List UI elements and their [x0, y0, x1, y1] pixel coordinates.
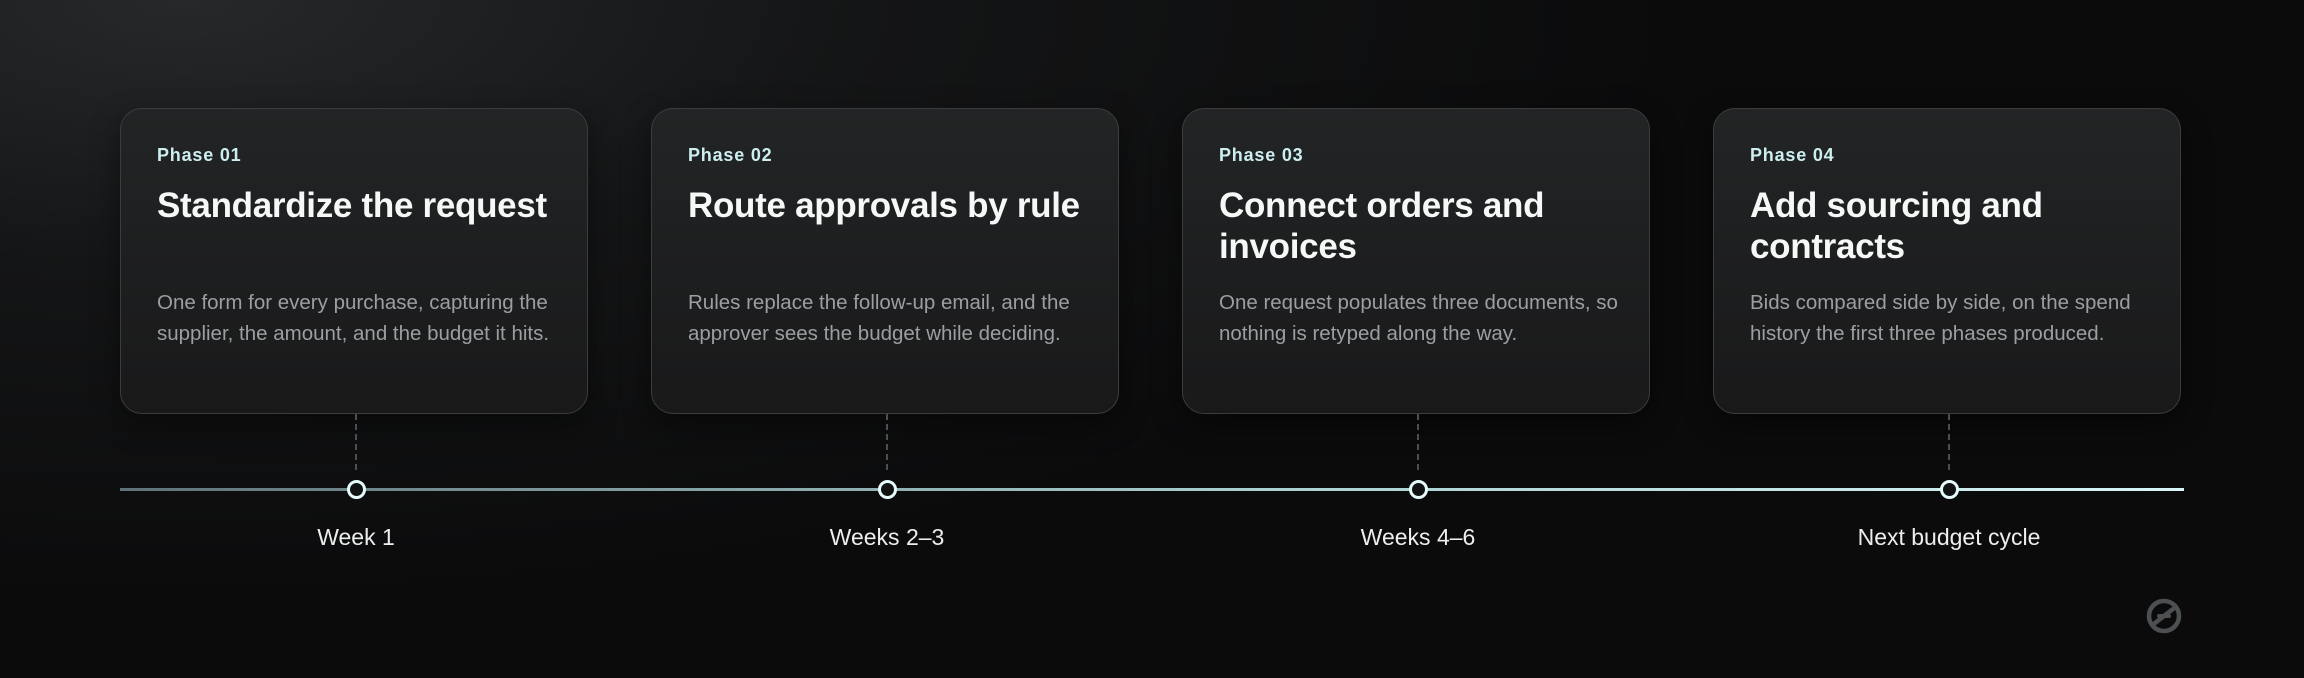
- connector-line-4: [1948, 414, 1950, 470]
- phase-title: Standardize the request: [157, 186, 547, 225]
- phase-title: Connect orders and invoices: [1219, 186, 1545, 266]
- timeline-label-1: Week 1: [317, 524, 395, 550]
- connector-line-3: [1417, 414, 1419, 470]
- timeline-label-4: Next budget cycle: [1857, 524, 2041, 550]
- phase-label: Phase 03: [1219, 145, 1304, 165]
- timeline-node-2: [878, 480, 897, 499]
- phase-card-4: Phase 04 Add sourcing and contracts Bids…: [1713, 108, 2181, 414]
- phase-title: Route approvals by rule: [688, 186, 1080, 225]
- phase-description: One form for every purchase, capturing t…: [157, 291, 550, 345]
- phase-description: One request populates three documents, s…: [1219, 291, 1618, 345]
- phase-title: Add sourcing and contracts: [1750, 186, 2043, 266]
- phase-card-1: Phase 01 Standardize the request One for…: [120, 108, 588, 414]
- timeline-node-1: [347, 480, 366, 499]
- phase-label: Phase 02: [688, 145, 773, 165]
- phase-card-2: Phase 02 Route approvals by rule Rules r…: [651, 108, 1119, 414]
- connector-line-2: [886, 414, 888, 470]
- brand-logo-icon: [2144, 596, 2184, 636]
- phase-description: Rules replace the follow-up email, and t…: [688, 291, 1070, 345]
- timeline-label-3: Weeks 4–6: [1360, 524, 1476, 550]
- timeline-axis: [120, 488, 2184, 491]
- connector-line-1: [355, 414, 357, 470]
- timeline-label-2: Weeks 2–3: [829, 524, 945, 550]
- phase-description: Bids compared side by side, on the spend…: [1750, 291, 2131, 345]
- timeline-node-4: [1940, 480, 1959, 499]
- timeline-node-3: [1409, 480, 1428, 499]
- phase-card-3: Phase 03 Connect orders and invoices One…: [1182, 108, 1650, 414]
- phase-label: Phase 01: [157, 145, 242, 165]
- phase-label: Phase 04: [1750, 145, 1835, 165]
